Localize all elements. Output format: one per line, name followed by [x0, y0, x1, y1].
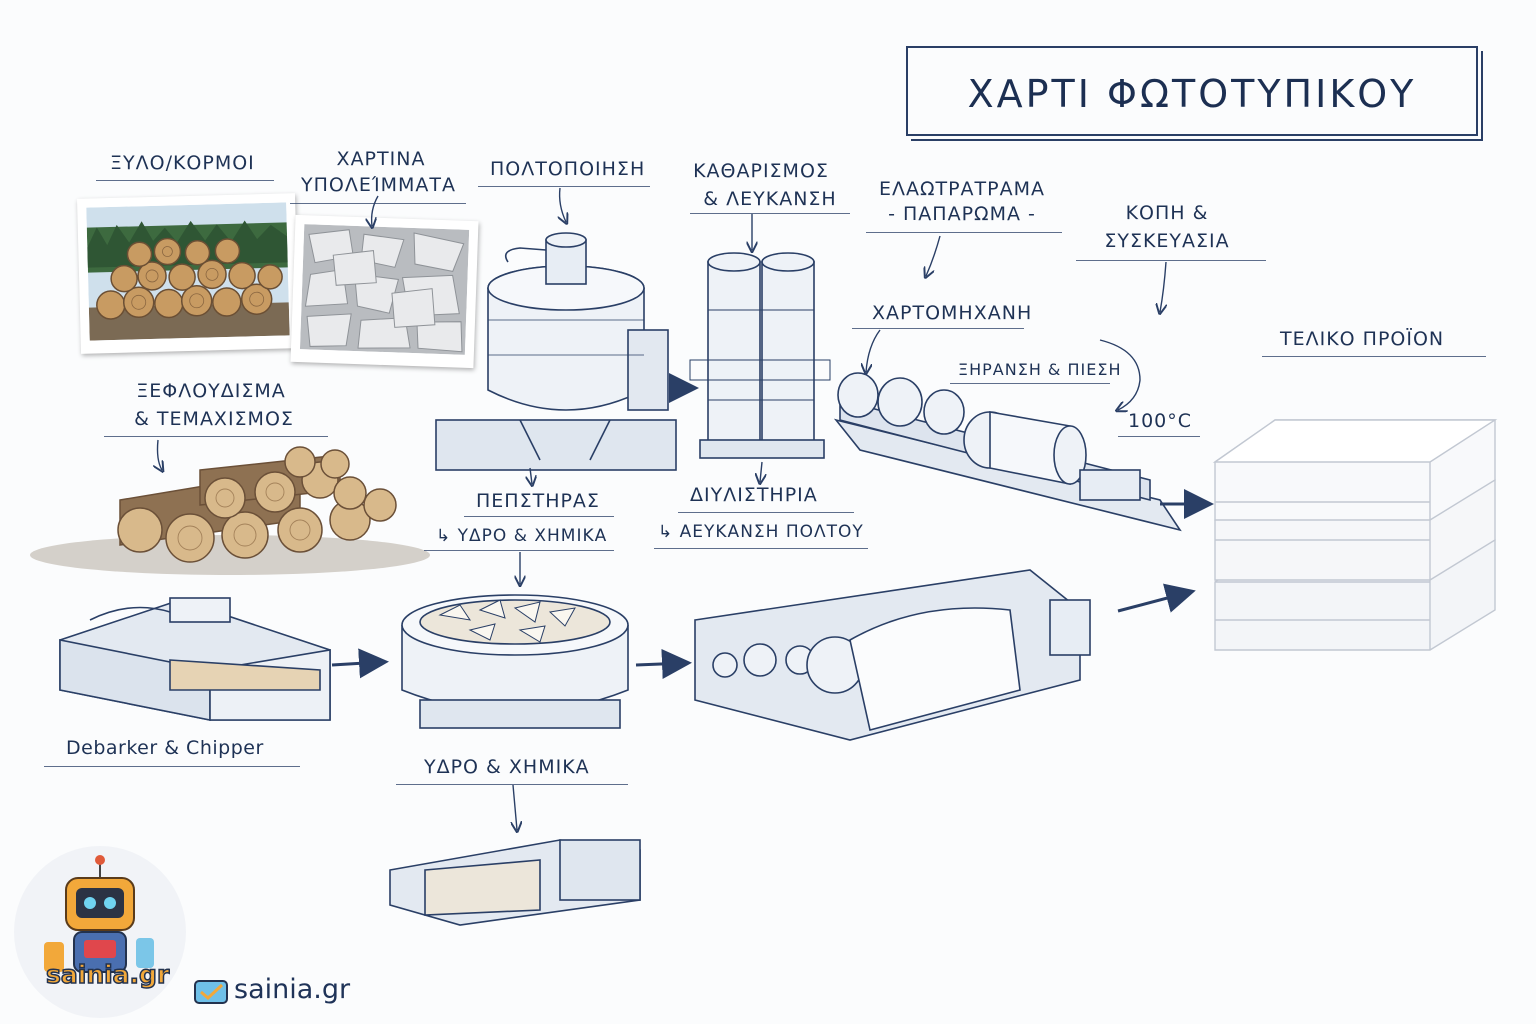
robot-mascot-icon [44, 855, 154, 973]
label-debarking-1: ΞΕΦΛΟΥΔΙΣΜΑ [136, 380, 286, 402]
underline [290, 203, 466, 204]
underline [866, 232, 1062, 233]
label-pulping: ΠΟΛΤΟΠΟΙΗΣΗ [490, 158, 646, 180]
brand-name[interactable]: sainia.gr [234, 974, 351, 1005]
underline [1076, 260, 1266, 261]
paper-scraps-photo [290, 214, 479, 369]
label-refinery: ΔΙΥΛΙΣΤΗΡΙΑ [690, 484, 818, 506]
underline [478, 186, 650, 187]
label-wood: ΞΥΛΟ/ΚΟΡΜΟΙ [110, 152, 255, 174]
bleaching-towers-sketch [689, 252, 831, 459]
logs-photo [77, 193, 299, 354]
label-drying: ΞΗΡΑΝΣΗ & ΠΙΕΣΗ [958, 360, 1122, 379]
log-pile [30, 446, 430, 575]
paper-stack [1212, 419, 1498, 651]
underline [96, 180, 274, 181]
pointer-arrows [158, 187, 1167, 830]
label-paper-scraps-1: ΧΑΡΤΙΝΑ [336, 148, 426, 170]
paper-scraps-image [299, 224, 470, 355]
label-cleaning-2: & ΛΕΥΚΑΝΣΗ [703, 188, 837, 210]
label-paper-machine: ΧΑΡΤΟΜΗΧΑΝΗ [872, 302, 1033, 324]
underline [104, 436, 328, 437]
badge-text: sainia.gr [45, 959, 170, 990]
page-title: ΧΑΡΤΙ ΦΩΤΟΤΥΠΙΚΟΥ [967, 72, 1417, 116]
underline [424, 550, 614, 551]
label-water-chem-small: ↳ ΥΔΡΟ & ΧΗΜΙΚΑ [436, 526, 608, 546]
logs-photo-image [86, 202, 290, 341]
debarker-sketch [59, 597, 331, 721]
underline [690, 213, 850, 214]
label-debarking-2: & ΤΕΜΑΧΙΣΜΟΣ [134, 408, 294, 430]
flow-arrows [331, 373, 1214, 679]
label-water-chemicals: ΥΔΡΟ & ΧΗΜΙΚΑ [424, 756, 590, 778]
underline [678, 512, 854, 513]
brand-icon [194, 980, 228, 1004]
pulper-tank-sketch [435, 232, 677, 471]
label-paper-scraps-2: ΥΠΟΛΕΊΜΜΑΤΑ [301, 174, 456, 196]
label-debarker-chipper: Debarker & Chipper [66, 737, 264, 759]
label-cutting-1: ΚΟΠΗ & [1125, 202, 1209, 224]
long-paper-machine-sketch [694, 569, 1091, 741]
underline [950, 383, 1110, 384]
storage-shed-sketch [389, 839, 641, 926]
label-temperature: 100°C [1128, 410, 1193, 432]
underline [396, 784, 628, 785]
label-digester: ΠΕΠΣΤΗΡΑΣ [476, 490, 600, 512]
label-cutting-2: ΣΥΣΚΕΥΑΣΙΑ [1104, 230, 1230, 252]
label-pulp-bleach: ↳ ΑΕΥΚΑΝΣΗ ΠΟΛΤΟΥ [658, 522, 864, 542]
underline [44, 766, 300, 767]
label-sheet-forming-1: ΕΛΑΩΤΡΑΤΡΑΜΑ [878, 178, 1046, 200]
robot-logo-badge[interactable]: sainia.gr [14, 846, 186, 1018]
underline [852, 328, 1024, 329]
title-frame: ΧΑΡΤΙ ΦΩΤΟΤΥΠΙΚΟΥ [906, 46, 1478, 136]
underline [654, 548, 868, 549]
paper-machine-sketch [833, 372, 1182, 532]
label-sheet-forming-2: - ΠΑΠΑΡΩΜΑ - [888, 203, 1036, 225]
underline [1118, 436, 1200, 437]
digester-sketch [401, 594, 629, 729]
label-cleaning-1: ΚΑΘΑΡΙΣΜΟΣ [693, 160, 829, 182]
label-final-product: ΤΕΛΙΚΟ ΠΡΟΪΟΝ [1280, 328, 1445, 350]
underline [464, 516, 614, 517]
underline [1262, 356, 1486, 357]
